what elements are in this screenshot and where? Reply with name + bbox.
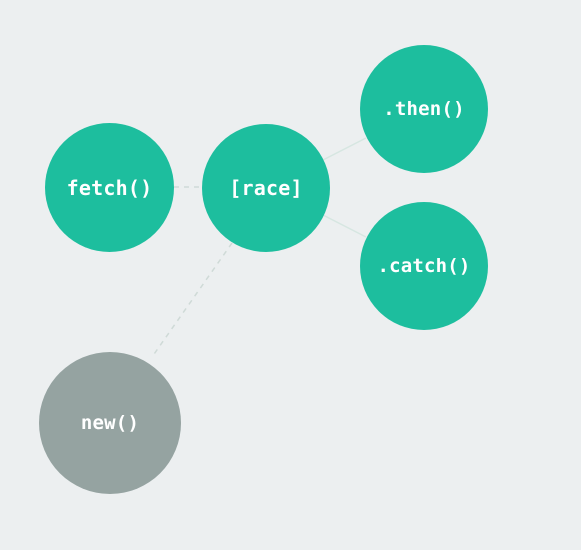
edge-race-new	[151, 242, 233, 358]
edge-race-catch	[322, 214, 367, 238]
edge-race-then	[322, 137, 367, 161]
node-then-label: .then()	[383, 98, 465, 120]
node-fetch-label: fetch()	[66, 175, 153, 200]
node-race[interactable]: [race]	[202, 124, 330, 252]
node-new[interactable]: new()	[39, 352, 181, 494]
node-catch[interactable]: .catch()	[360, 202, 488, 330]
node-then[interactable]: .then()	[360, 45, 488, 173]
node-race-label: [race]	[229, 176, 303, 200]
node-fetch[interactable]: fetch()	[45, 123, 174, 252]
node-catch-label: .catch()	[377, 255, 471, 277]
node-new-label: new()	[80, 412, 140, 434]
